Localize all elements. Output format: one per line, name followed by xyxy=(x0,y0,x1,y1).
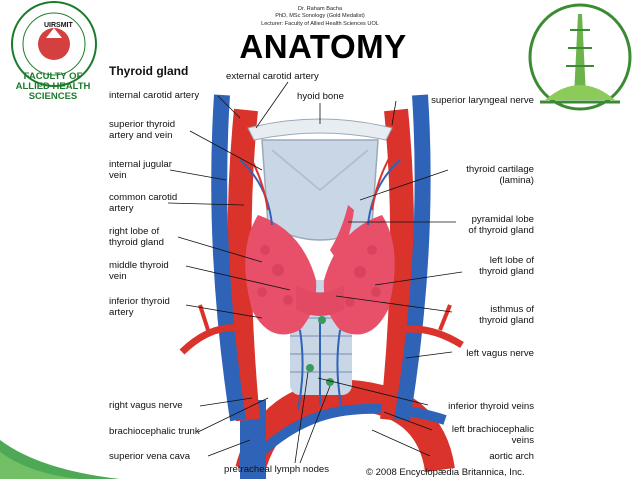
label-left-lobe-1: left lobe of xyxy=(489,255,534,266)
label-common-carotid-2: artery xyxy=(109,203,134,214)
label-isthmus-1: isthmus of xyxy=(490,304,534,315)
university-seal-logo xyxy=(11,1,97,87)
faculty-line-3: SCIENCES xyxy=(28,91,78,102)
minar-emblem-logo xyxy=(528,3,632,111)
label-common-carotid-1: common carotid xyxy=(109,192,178,203)
label-inferior-thyroid-artery-1: inferior thyroid xyxy=(109,296,170,307)
copyright-notice: © 2008 Encyclopædia Britannica, Inc. xyxy=(366,467,525,478)
lecturer-name: Dr. Raham Bacha xyxy=(297,6,343,12)
label-right-vagus-nerve: right vagus nerve xyxy=(109,400,183,411)
logo-monogram: UIRSMIT xyxy=(44,22,73,29)
lecturer-info: Dr. Raham Bacha PhD, MSc Sonology (Gold … xyxy=(200,6,440,28)
label-internal-carotid-artery: internal carotid artery xyxy=(109,90,200,101)
lecturer-qualification: PhD, MSc Sonology (Gold Medalist) xyxy=(275,13,365,20)
label-external-carotid-artery: external carotid artery xyxy=(226,71,319,82)
label-internal-jugular-1: internal jugular xyxy=(109,159,172,170)
label-left-brachiocephalic-1: left brachiocephalic xyxy=(451,424,534,435)
label-pyramidal-lobe-1: pyramidal lobe xyxy=(471,214,534,225)
label-brachiocephalic-trunk: brachiocephalic trunk xyxy=(109,426,200,437)
label-superior-thyroid-2: artery and vein xyxy=(109,130,173,141)
label-right-lobe-1: right lobe of xyxy=(109,226,160,237)
label-superior-laryngeal-nerve: superior laryngeal nerve xyxy=(431,95,534,106)
faculty-name: FACULTY OF ALLIED HEALTH SCIENCES xyxy=(8,72,98,102)
faculty-line-1: FACULTY OF xyxy=(23,71,83,82)
diagram-heading: Thyroid gland xyxy=(109,64,189,78)
label-thyroid-cartilage-1: thyroid cartilage xyxy=(466,164,534,175)
label-left-vagus-nerve: left vagus nerve xyxy=(466,348,534,359)
label-left-lobe-2: thyroid gland xyxy=(479,266,534,277)
label-superior-thyroid-1: superior thyroid xyxy=(109,119,176,130)
label-left-brachiocephalic-2: veins xyxy=(511,435,534,446)
faculty-line-2: ALLIED HEALTH xyxy=(15,81,91,92)
label-right-lobe-2: thyroid gland xyxy=(109,237,164,248)
label-internal-jugular-2: vein xyxy=(109,170,127,181)
label-superior-vena-cava: superior vena cava xyxy=(109,451,191,462)
label-inferior-thyroid-veins: inferior thyroid veins xyxy=(448,401,534,412)
label-middle-thyroid-2: vein xyxy=(109,271,127,282)
label-inferior-thyroid-artery-2: artery xyxy=(109,307,134,318)
label-pretracheal-lymph-nodes: pretracheal lymph nodes xyxy=(224,464,330,475)
label-pyramidal-lobe-2: of thyroid gland xyxy=(468,225,534,236)
label-thyroid-cartilage-2: (lamina) xyxy=(499,175,534,186)
label-hyoid-bone: hyoid bone xyxy=(297,91,344,102)
slide-title: ANATOMY xyxy=(239,28,407,65)
lecturer-position: Lecturer: Faculty of Allied Health Scien… xyxy=(261,20,379,27)
label-aortic-arch: aortic arch xyxy=(489,451,534,462)
label-middle-thyroid-1: middle thyroid xyxy=(109,260,169,271)
label-isthmus-2: thyroid gland xyxy=(479,315,534,326)
